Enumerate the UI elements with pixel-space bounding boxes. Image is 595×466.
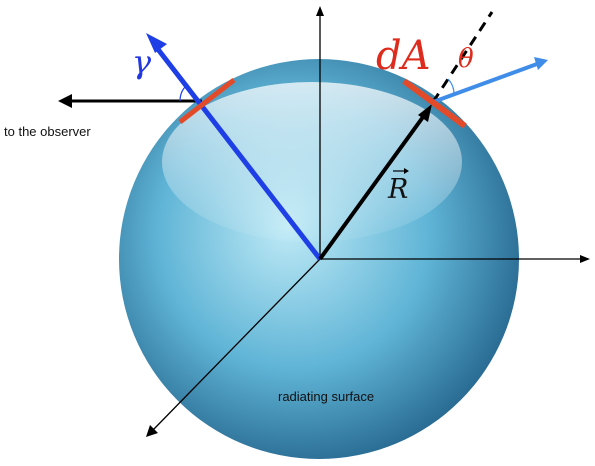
dA-surface-patch	[402, 78, 467, 129]
sphere-gloss-highlight	[162, 82, 462, 242]
surface-normal-vector	[155, 46, 322, 261]
gamma-angle-arc	[179, 83, 189, 102]
gamma-label: γ	[132, 43, 152, 81]
axis-vertical-arrowhead	[316, 6, 324, 16]
observer-arrowhead	[58, 94, 72, 108]
axis-diagonal-arrowhead	[146, 425, 158, 437]
dA-label: dA	[376, 33, 431, 79]
surface-normal-arrowhead	[146, 33, 167, 53]
radius-vector-arrowhead	[418, 104, 432, 122]
left-surface-patch	[178, 78, 236, 124]
observer-label: to the observer	[4, 124, 91, 139]
surface-label: radiating surface	[278, 389, 375, 404]
radius-vector	[318, 115, 425, 261]
emission-ray	[432, 62, 538, 104]
theta-label: θ	[458, 44, 474, 74]
axis-diagonal	[152, 258, 321, 431]
axis-horizontal-arrowhead	[580, 255, 590, 263]
theta-angle-arc	[447, 78, 455, 96]
R-vector-accent-head	[404, 168, 409, 174]
emission-ray-arrowhead	[534, 57, 548, 70]
radius-dashed-extension	[431, 11, 494, 103]
R-label: R	[388, 174, 409, 205]
